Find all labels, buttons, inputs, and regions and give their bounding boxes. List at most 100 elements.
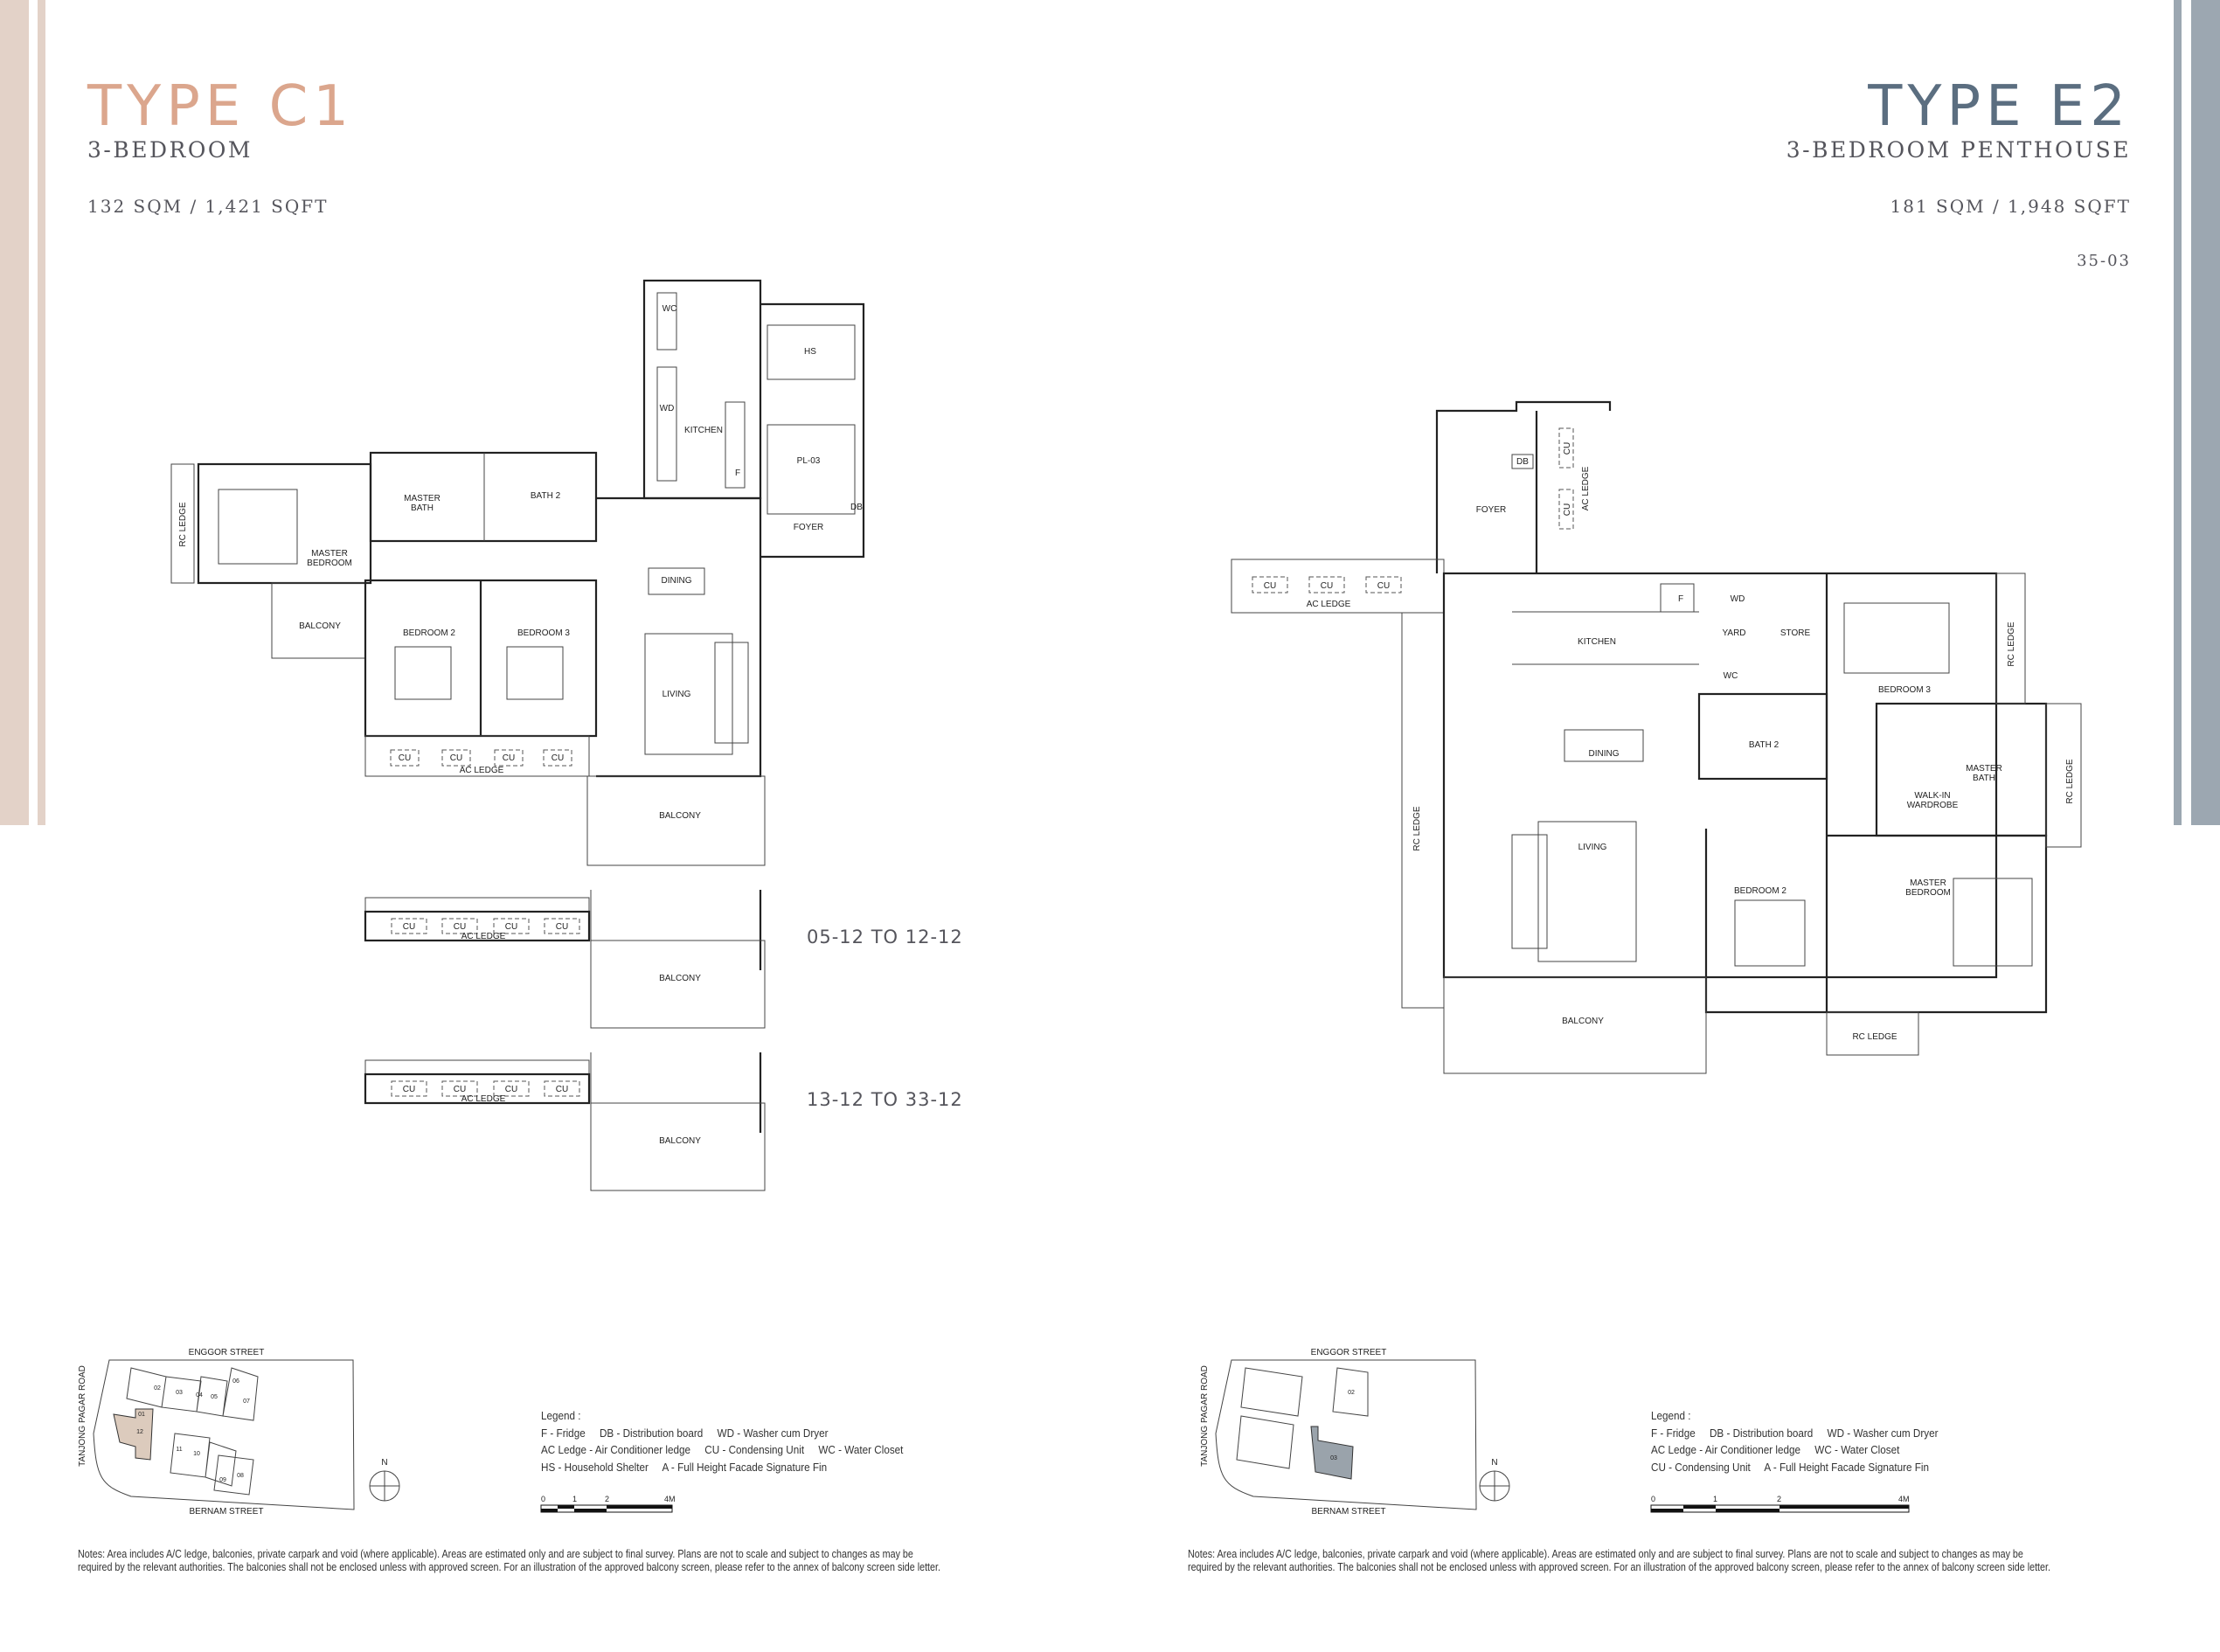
- c1-variant-label-1: 05-12 TO 12-12: [807, 927, 963, 947]
- block-label: 10: [193, 1451, 200, 1457]
- legend-line: F - Fridge DB - Distribution board WD - …: [1651, 1426, 1939, 1440]
- label-bath2: BATH 2: [1749, 740, 1779, 750]
- e2-master-bath: [1875, 702, 2048, 837]
- label-kitchen: KITCHEN: [1578, 637, 1616, 647]
- label-ac-ledge: AC LEDGE: [1581, 466, 1591, 510]
- scale-tick: 1: [572, 1495, 577, 1503]
- block-label: 03: [1330, 1455, 1337, 1461]
- e2-legend: Legend : F - Fridge DB - Distribution bo…: [1651, 1407, 1939, 1475]
- label-master-bedroom: MASTER: [311, 549, 348, 559]
- label-ac-ledge: AC LEDGE: [461, 932, 506, 941]
- notes-line: required by the relevant authorities. Th…: [1188, 1561, 2051, 1573]
- label-dining: DINING: [662, 576, 692, 586]
- e2-foyer-block: [1435, 400, 1612, 573]
- legend-line: F - Fridge DB - Distribution board WD - …: [541, 1426, 829, 1440]
- block-label: 05: [211, 1394, 218, 1400]
- label-wc: WC: [1724, 671, 1738, 681]
- e2-main-body: [1442, 572, 1998, 979]
- legend-title: Legend :: [1651, 1409, 1691, 1422]
- label-cu: CU: [556, 922, 568, 932]
- c1-title: TYPE C1: [87, 74, 354, 139]
- label-cu: CU: [399, 753, 411, 763]
- e2-subtitle: 3-BEDROOM PENTHOUSE: [1786, 137, 2131, 163]
- label-cu: CU: [1563, 503, 1572, 516]
- bed-icon: [394, 646, 452, 700]
- label-bedroom3: BEDROOM 3: [517, 628, 570, 638]
- label-walk-in-wardrobe-2: WARDROBE: [1907, 801, 1959, 810]
- living-rug: [1537, 821, 1637, 962]
- label-balcony: BALCONY: [659, 1136, 701, 1146]
- label-master-bath-2: BATH: [1973, 774, 1995, 783]
- e2-highlight-block: [1310, 1426, 1354, 1480]
- c1-scale-bar: 0 1 2 4M: [540, 1495, 676, 1513]
- e2-rc-ledge-right-2: [2045, 703, 2082, 848]
- c1-variant-13-12: CU CU CU CU AC LEDGE BALCONY: [364, 1052, 766, 1191]
- e2-bedrooms: [1704, 829, 2048, 1014]
- living-rug: [644, 633, 733, 755]
- label-cu: CU: [450, 753, 462, 763]
- dining-table-icon: [648, 567, 705, 595]
- e2-balcony: [1443, 976, 1707, 1074]
- block-label: 09: [219, 1477, 226, 1483]
- label-foyer: FOYER: [794, 523, 823, 532]
- c1-area: 132 SQM / 1,421 SQFT: [87, 196, 329, 217]
- sofa-icon: [714, 642, 749, 744]
- label-cu: CU: [454, 922, 466, 932]
- label-cu: CU: [552, 753, 564, 763]
- label-fridge: F: [1678, 594, 1683, 604]
- block-label: 01: [138, 1412, 145, 1418]
- e2-notes: Notes: Area includes A/C ledge, balconie…: [1188, 1548, 2050, 1574]
- block-label: 03: [176, 1390, 183, 1396]
- label-master-bedroom-2: BEDROOM: [307, 559, 352, 568]
- c1-lift-pl03: [767, 424, 856, 515]
- label-kitchen: KITCHEN: [684, 426, 723, 435]
- label-foyer: FOYER: [1476, 505, 1506, 515]
- label-bedroom2: BEDROOM 2: [403, 628, 455, 638]
- c1-variant-label-2: 13-12 TO 33-12: [807, 1089, 963, 1110]
- label-cu: CU: [505, 922, 517, 932]
- street-label: BERNAM STREET: [189, 1507, 263, 1517]
- c1-floor-plan: WC WD KITCHEN HS PL-03 F DB FOYER MASTER…: [170, 279, 865, 866]
- north-label: N: [1491, 1458, 1497, 1468]
- right-accent-bar: [2191, 0, 2220, 825]
- label-cu: CU: [454, 1085, 466, 1094]
- bed-icon: [218, 489, 298, 565]
- e2-key-plan: ENGGOR STREET BERNAM STREET TANJONG PAGA…: [1200, 1348, 1510, 1517]
- c1-foyer-block: [760, 302, 865, 559]
- c1-ac-ledge: [364, 735, 590, 777]
- street-label: BERNAM STREET: [1311, 1507, 1385, 1517]
- c1-rc-ledge: [170, 463, 195, 584]
- street-label: ENGGOR STREET: [189, 1348, 265, 1357]
- scale-tick: 1: [1713, 1495, 1717, 1503]
- label-master-bath: MASTER: [1966, 764, 2002, 774]
- label-ac-ledge: AC LEDGE: [1307, 600, 1351, 609]
- bed-icon: [1734, 899, 1806, 967]
- scale-tick: 4M: [1898, 1495, 1910, 1503]
- dining-table-icon: [1564, 729, 1644, 762]
- label-cu: CU: [1264, 581, 1276, 591]
- label-cu: CU: [503, 753, 515, 763]
- block-label: 08: [237, 1473, 244, 1479]
- block-label: 06: [232, 1378, 239, 1385]
- label-rc-ledge: RC LEDGE: [1852, 1032, 1897, 1042]
- label-balcony: BALCONY: [659, 974, 701, 983]
- label-rc-ledge: RC LEDGE: [178, 502, 188, 546]
- c1-subtitle: 3-BEDROOM: [87, 137, 253, 163]
- label-yard: YARD: [1722, 628, 1745, 638]
- c1-highlight-block: [113, 1408, 154, 1461]
- e2-rc-ledge-bottom: [1826, 1011, 1919, 1056]
- scale-tick: 2: [605, 1495, 609, 1503]
- left-accent-bar: [0, 0, 29, 825]
- street-label: ENGGOR STREET: [1311, 1348, 1387, 1357]
- legend-line: AC Ledge - Air Conditioner ledge CU - Co…: [541, 1443, 904, 1456]
- label-master-bedroom: MASTER: [1910, 878, 1946, 888]
- e2-rc-ledge-left: [1401, 612, 1445, 1009]
- bed-icon: [1843, 602, 1950, 674]
- label-bath2: BATH 2: [531, 491, 561, 501]
- block-label: 11: [176, 1447, 182, 1453]
- label-hs: HS: [804, 347, 816, 357]
- label-rc-ledge: RC LEDGE: [1412, 806, 1422, 850]
- notes-line: Notes: Area includes A/C ledge, balconie…: [78, 1548, 913, 1560]
- label-dining: DINING: [1589, 749, 1620, 759]
